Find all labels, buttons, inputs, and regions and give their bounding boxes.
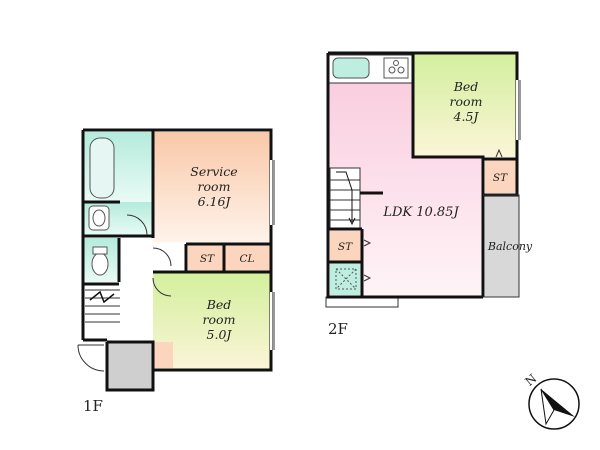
washbasin-bowl-icon bbox=[92, 209, 106, 227]
compass: N bbox=[522, 371, 580, 430]
floor-1-label: 1F bbox=[83, 397, 103, 415]
balcony-label: Balcony bbox=[487, 240, 533, 253]
wall-entrance bbox=[105, 340, 155, 392]
utility-2f bbox=[330, 263, 362, 295]
bed-room-2f bbox=[413, 53, 517, 157]
utility-door-mark bbox=[363, 274, 372, 282]
storage-2f-upper bbox=[485, 159, 517, 193]
service-door bbox=[152, 247, 172, 267]
storage-1f bbox=[188, 245, 224, 271]
bed-room-1f-name: Bed bbox=[206, 297, 232, 312]
wall-2f-outer bbox=[326, 53, 483, 299]
closet-1f bbox=[224, 245, 271, 271]
washbasin-icon bbox=[88, 205, 110, 231]
storage-2f-upper-label: ST bbox=[493, 172, 508, 184]
sink-icon bbox=[332, 57, 370, 79]
bed-room-2f-name: Bed bbox=[453, 79, 479, 94]
stairs-2f bbox=[329, 167, 361, 231]
bed-room-1f-size: 5.0J bbox=[207, 327, 233, 342]
bed-room-2f-name2: room bbox=[450, 94, 483, 109]
storage-2f-lower-label: ST bbox=[338, 241, 353, 253]
bed-door bbox=[152, 277, 172, 297]
closet-1f-label: CL bbox=[239, 253, 254, 265]
service-room-size: 6.16J bbox=[198, 194, 232, 209]
bathtub-icon bbox=[89, 137, 115, 199]
entrance-door bbox=[77, 344, 105, 372]
floor-2: Bed room 4.5J ST ST LDK 10.85J Balcony 2… bbox=[325, 51, 533, 338]
bed-room-2f-size: 4.5J bbox=[453, 109, 480, 124]
service-room-name: Service bbox=[190, 164, 237, 179]
service-room-name2: room bbox=[198, 179, 231, 194]
wall-2f-bed bbox=[411, 53, 485, 297]
bed-2f-door-mark bbox=[495, 148, 503, 158]
entrance bbox=[107, 342, 153, 390]
wall-1f-outer bbox=[83, 128, 273, 372]
storage-entrance bbox=[153, 342, 173, 368]
floor-1: Service room 6.16J ST CL Bed room 5.0J 1… bbox=[77, 128, 275, 415]
wash-door bbox=[126, 214, 148, 236]
bed-room-1f-name2: room bbox=[203, 312, 236, 327]
ldk-label: LDK 10.85J bbox=[382, 205, 459, 220]
toilet-tank-icon bbox=[92, 246, 108, 255]
stairs-1f bbox=[85, 289, 120, 323]
balcony bbox=[485, 195, 519, 297]
storage-1f-label: ST bbox=[200, 253, 215, 265]
compass-needle-icon bbox=[541, 389, 575, 417]
storage-2f-lower bbox=[330, 231, 362, 261]
balcony-rail bbox=[483, 194, 520, 298]
service-room bbox=[153, 132, 271, 242]
toilet-icon bbox=[91, 252, 109, 276]
st2-door-mark bbox=[363, 239, 372, 247]
floor-2-label: 2F bbox=[328, 320, 348, 338]
ldk-area bbox=[328, 55, 483, 297]
